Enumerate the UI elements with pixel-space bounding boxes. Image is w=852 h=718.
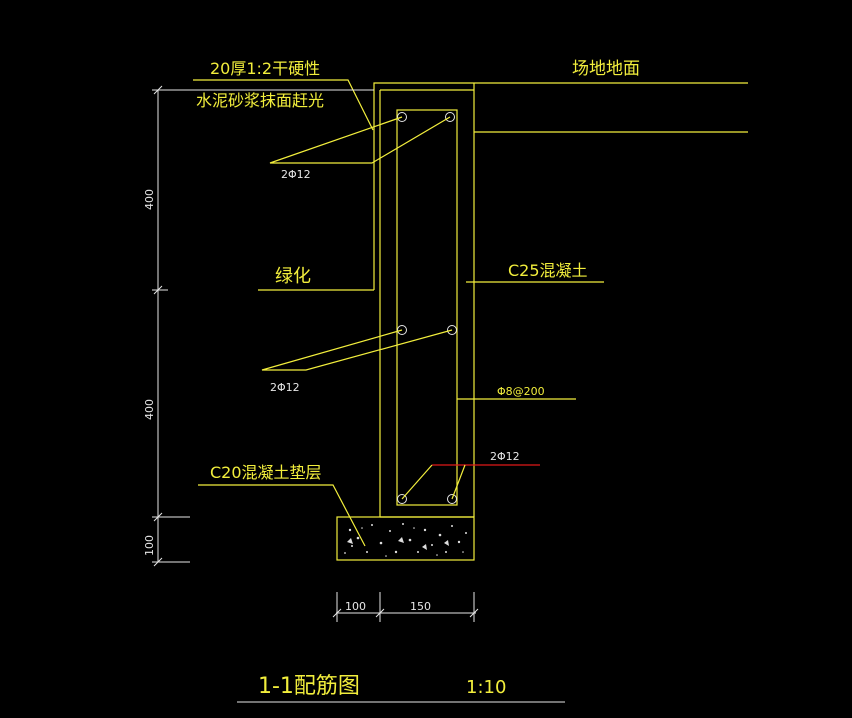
rebar-dot bbox=[397, 325, 407, 335]
label-cushion: C20混凝土垫层 bbox=[210, 463, 322, 482]
leader-rebar-bottom-2 bbox=[451, 464, 466, 500]
drawing-title: 1-1配筋图 bbox=[258, 674, 360, 699]
dim-vertical-mid: 400 bbox=[143, 399, 156, 420]
drawing-scale: 1:10 bbox=[466, 677, 506, 698]
leader-rebar-top bbox=[269, 116, 451, 164]
leader-rebar-bottom-1 bbox=[401, 464, 433, 500]
label-rebar-bottom: 2Φ12 bbox=[490, 450, 520, 463]
rebar-dot bbox=[447, 494, 457, 504]
dimension-vertical bbox=[152, 85, 374, 567]
rebar-dot bbox=[447, 325, 457, 335]
dimension-horizontal bbox=[332, 592, 479, 622]
dim-vertical-top: 400 bbox=[143, 189, 156, 210]
label-rebar-top: 2Φ12 bbox=[281, 168, 311, 181]
dim-vertical-bottom: 100 bbox=[143, 535, 156, 556]
stirrup-outline bbox=[396, 109, 458, 506]
leaders bbox=[193, 79, 604, 547]
label-stirrup: Φ8@200 bbox=[497, 385, 545, 398]
cushion-outline bbox=[336, 516, 475, 561]
label-concrete: C25混凝土 bbox=[508, 261, 588, 280]
label-finish-1: 20厚1:2干硬性 bbox=[210, 59, 320, 78]
rebar-dots bbox=[397, 112, 457, 504]
leader-rebar-mid bbox=[261, 329, 453, 371]
leader-finish bbox=[193, 79, 374, 131]
label-finish-2: 水泥砂浆抹面赶光 bbox=[196, 91, 324, 110]
cushion-hatch bbox=[344, 523, 467, 557]
dim-horizontal-left: 100 bbox=[345, 600, 366, 613]
wall-outer-left bbox=[373, 82, 748, 290]
cushion-pad bbox=[336, 516, 475, 561]
rebar-dot bbox=[397, 112, 407, 122]
leader-cushion bbox=[198, 484, 366, 547]
rebar-dot bbox=[397, 494, 407, 504]
wall-structure bbox=[373, 82, 748, 518]
label-ground: 场地地面 bbox=[572, 59, 640, 79]
dim-horizontal-right: 150 bbox=[410, 600, 431, 613]
label-greening: 绿化 bbox=[275, 266, 311, 287]
rebar-dot bbox=[445, 112, 455, 122]
label-rebar-mid: 2Φ12 bbox=[270, 381, 300, 394]
